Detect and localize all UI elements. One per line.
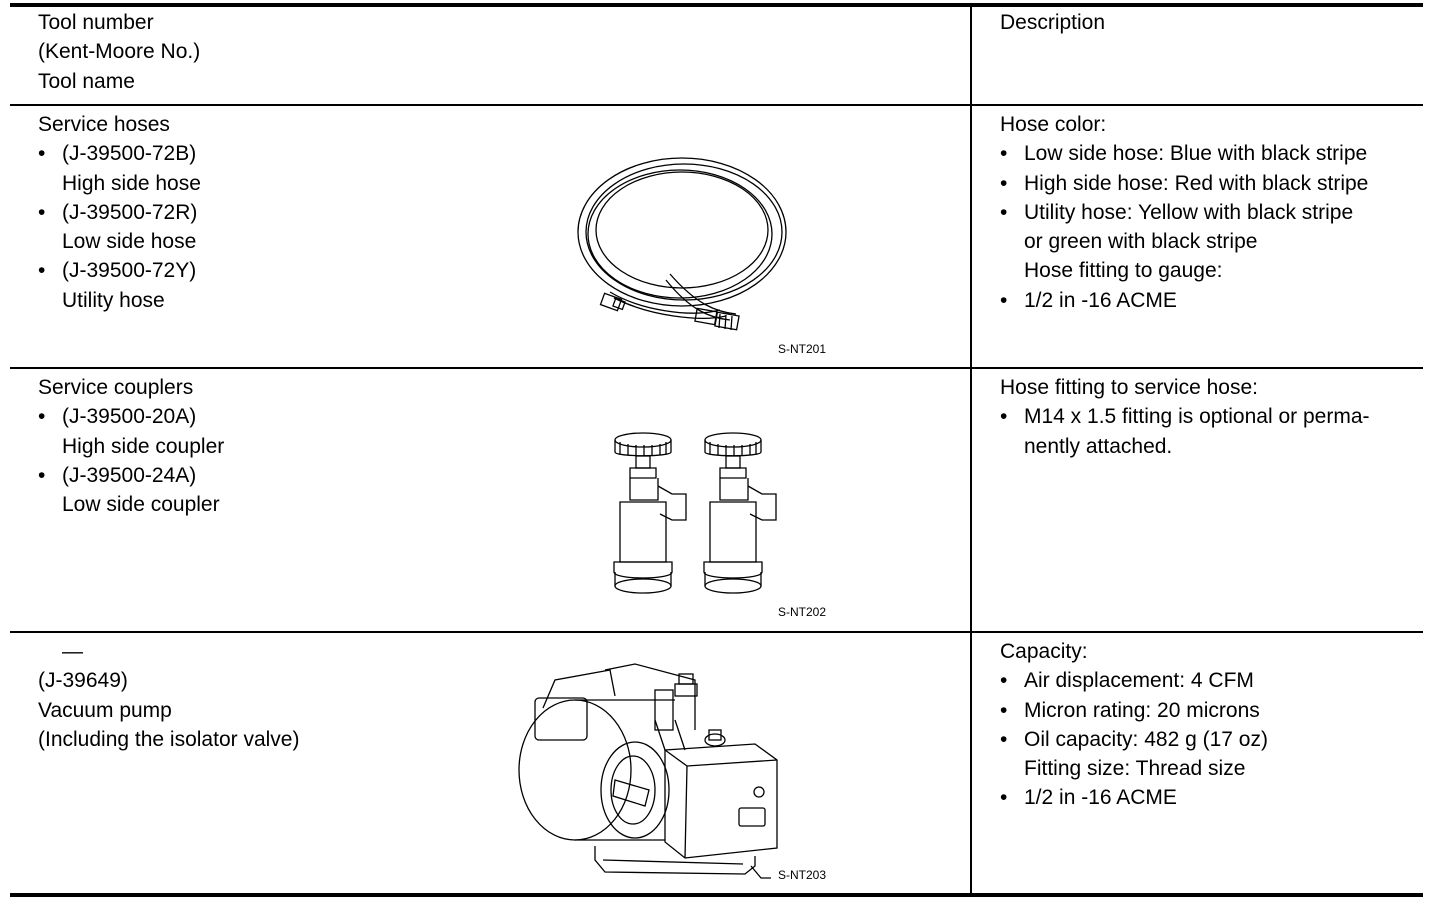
tool-name: High side hose <box>62 171 201 195</box>
row-service-hoses-tool: Service hoses (J-39500-72B) High side ho… <box>38 110 201 315</box>
description-line: or green with black stripe <box>1024 230 1258 254</box>
description-line: High side hose: Red with black stripe <box>1000 169 1368 199</box>
tool-title: Service couplers <box>38 376 194 399</box>
figure-code: S-NT203 <box>778 868 827 882</box>
tool-number: (J-39500-24A) <box>38 461 224 491</box>
header-tool-column: Tool number (Kent-Moore No.) Tool name <box>38 8 200 96</box>
row-divider <box>10 367 1423 369</box>
tool-name: Low side coupler <box>62 493 220 517</box>
header-description-column: Description <box>1000 8 1105 37</box>
tool-note: (Including the isolator valve) <box>38 727 300 751</box>
vacuum-pump-illustration-icon <box>515 660 785 890</box>
figure-code: S-NT201 <box>778 342 827 356</box>
tool-name: Low side hose <box>62 230 197 254</box>
header-description: Description <box>1000 11 1106 34</box>
column-divider <box>970 5 972 895</box>
service-hoses-illustration-icon <box>570 150 810 345</box>
tool-dash: — <box>62 640 83 663</box>
description-line: 1/2 in -16 ACME <box>1000 286 1368 316</box>
header-tool-name: Tool name <box>38 69 135 93</box>
service-couplers-illustration-icon <box>600 430 800 605</box>
tool-title: Service hoses <box>38 113 170 136</box>
description-line: Utility hose: Yellow with black stripe <box>1000 198 1368 228</box>
tool-name: High side coupler <box>62 434 225 458</box>
description-line: Capacity: <box>1000 640 1088 663</box>
tool-number: (J-39500-72Y) <box>38 256 201 286</box>
tool-name: Utility hose <box>62 288 165 312</box>
tool-number: (J-39500-72B) <box>38 139 201 169</box>
description-line: M14 x 1.5 fitting is optional or perma- <box>1000 402 1370 432</box>
description-line: Air displacement: 4 CFM <box>1000 666 1268 696</box>
description-line: Oil capacity: 482 g (17 oz) <box>1000 725 1268 755</box>
description-line: Micron rating: 20 microns <box>1000 696 1268 726</box>
description-line: Low side hose: Blue with black stripe <box>1000 139 1368 169</box>
row-service-couplers-tool: Service couplers (J-39500-20A) High side… <box>38 373 224 519</box>
description-line: Fitting size: Thread size <box>1024 757 1246 781</box>
row-divider <box>10 631 1423 633</box>
description-line: Hose fitting to service hose: <box>1000 376 1258 399</box>
row-vacuum-pump-description: Capacity: Air displacement: 4 CFM Micron… <box>1000 637 1268 813</box>
figure-code: S-NT202 <box>778 605 827 619</box>
row-vacuum-pump-tool: — (J-39649) Vacuum pump (Including the i… <box>38 637 299 754</box>
header-tool-number: Tool number <box>38 11 154 34</box>
description-line: Hose fitting to gauge: <box>1024 259 1223 283</box>
tool-name: Vacuum pump <box>38 698 172 722</box>
header-kent-moore: (Kent-Moore No.) <box>38 40 201 64</box>
description-line: Hose color: <box>1000 113 1107 136</box>
description-line: nently attached. <box>1024 434 1173 458</box>
tool-number: (J-39500-72R) <box>38 198 201 228</box>
tool-number: (J-39649) <box>38 669 128 693</box>
description-line: 1/2 in -16 ACME <box>1000 783 1268 813</box>
row-service-couplers-description: Hose fitting to service hose: M14 x 1.5 … <box>1000 373 1370 461</box>
header-divider <box>10 104 1423 106</box>
table-bottom-rule <box>10 893 1423 897</box>
tool-number: (J-39500-20A) <box>38 402 224 432</box>
row-service-hoses-description: Hose color: Low side hose: Blue with bla… <box>1000 110 1368 315</box>
table-top-rule <box>10 3 1423 7</box>
